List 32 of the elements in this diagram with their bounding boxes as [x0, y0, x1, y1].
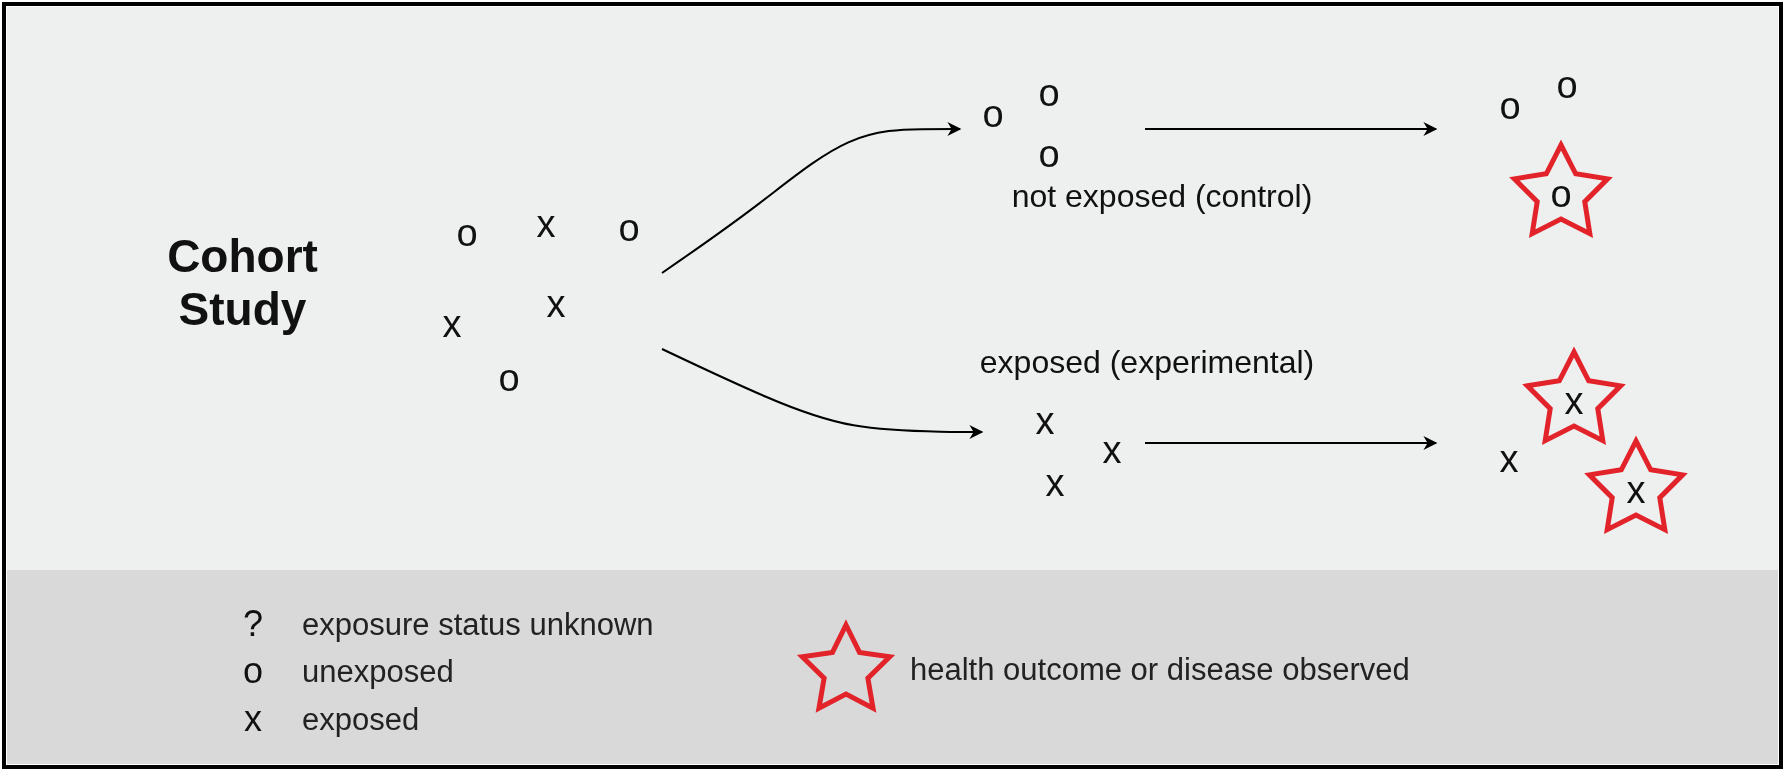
member-symbol: o: [1499, 87, 1521, 125]
arrow: [1144, 436, 1438, 450]
member-symbol: o: [1038, 135, 1060, 173]
group-label: not exposed (control): [1011, 180, 1313, 212]
member-symbol: x: [1564, 382, 1584, 420]
arrow: [661, 348, 984, 439]
legend-text: exposed: [302, 703, 420, 735]
member-symbol: o: [618, 209, 640, 247]
member-symbol: x: [1626, 471, 1646, 509]
legend-symbol: ?: [243, 606, 263, 642]
member-symbol: x: [1499, 440, 1519, 478]
member-symbol: o: [982, 95, 1004, 133]
member-symbol: o: [1038, 74, 1060, 112]
member-symbol: x: [536, 205, 556, 243]
diagram-title: Cohort Study: [166, 230, 319, 336]
member-symbol: x: [1045, 464, 1065, 502]
member-symbol: x: [546, 285, 566, 323]
member-symbol: x: [1102, 431, 1122, 469]
group-label: exposed (experimental): [979, 346, 1315, 378]
member-symbol: o: [1550, 175, 1572, 213]
legend-text: health outcome or disease observed: [910, 653, 1410, 685]
legend-text: exposure status unknown: [302, 608, 654, 640]
arrow: [661, 122, 962, 274]
arrow: [1144, 122, 1438, 136]
member-symbol: o: [498, 359, 520, 397]
member-symbol: x: [442, 305, 462, 343]
legend-symbol: o: [243, 653, 263, 689]
legend-symbol: x: [244, 701, 262, 737]
member-symbol: o: [456, 214, 478, 252]
legend-text: unexposed: [302, 655, 454, 687]
member-symbol: x: [1035, 402, 1055, 440]
member-symbol: o: [1556, 66, 1578, 104]
